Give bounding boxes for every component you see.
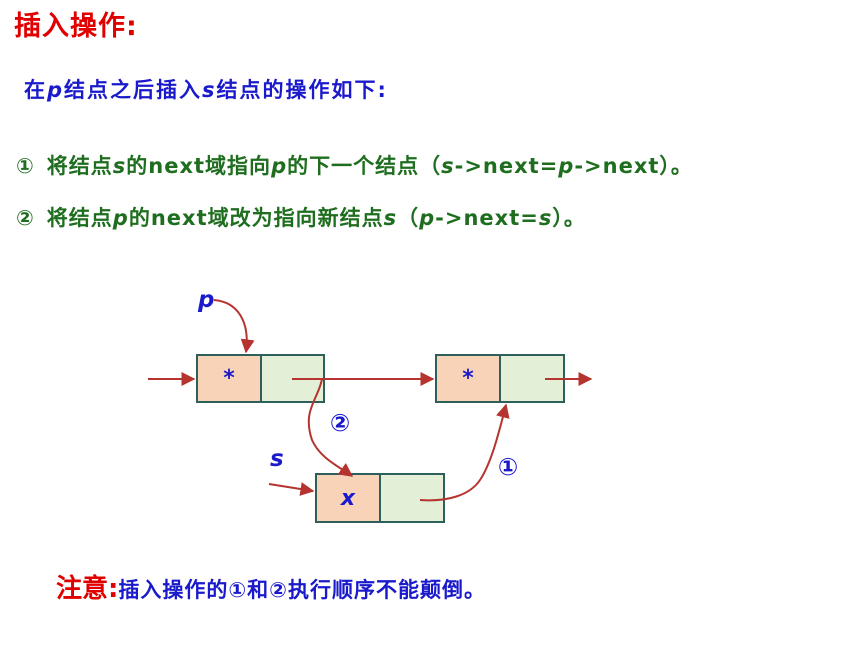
step-var: s [383,206,398,230]
note-text: 插入操作的①和②执行顺序不能颠倒。 [118,578,486,602]
step-text: ）。 [552,206,586,230]
step-text: 将结点 [46,206,113,230]
step-var: p [112,206,129,230]
node-s-next-cell [379,473,445,523]
intro-part: 结点之后插入 [64,78,203,102]
step-2-number: ② [16,206,35,230]
step-1-marker: ① [498,453,518,481]
node-next: * [435,354,565,403]
node-p-data-label: * [223,366,235,391]
node-s: x [315,473,445,523]
step-var: s [112,154,127,178]
step-text: ->next= [454,154,559,178]
step-var: p [558,154,575,178]
step-text: 的下一个结点（ [287,154,442,178]
node-s-data-label: x [340,486,356,511]
page-title: 插入操作: [14,11,138,42]
step-var: p [419,206,436,230]
step-text: 的next域改为指向新结点 [128,206,384,230]
step-var: s [441,154,455,178]
pointer-s-arrow [268,482,315,496]
intro-part: 在 [24,78,47,102]
intro-part: 结点的操作如下: [216,78,388,102]
step-text: 将结点 [46,154,113,178]
step-text: ->next= [435,206,539,230]
step-text: 的next域指向 [126,154,272,178]
pointer-s-label: s [270,446,284,472]
pointer-p-arrow [213,299,255,354]
step-var: p [271,154,288,178]
node-next-data-label: * [462,366,474,391]
node-s-data-cell [315,473,381,523]
pointer-p-label: p [197,287,214,313]
step-1-arrow [419,403,510,502]
node-p: * [196,354,325,403]
step-text: （ [397,206,420,230]
intro-var-p: p [47,78,65,102]
step-2-arrow [307,378,354,477]
note-label: 注意: [56,574,119,604]
node-p-data-cell [196,354,262,403]
step-2-marker: ② [330,409,350,437]
intro-text: 在p结点之后插入s结点的操作如下: [24,74,388,104]
note: 注意:插入操作的①和②执行顺序不能颠倒。 [56,568,486,605]
step-1-number: ① [16,154,35,178]
intro-var-s: s [202,78,217,102]
step-var: s [538,206,553,230]
step-text: ->next）。 [574,154,693,178]
